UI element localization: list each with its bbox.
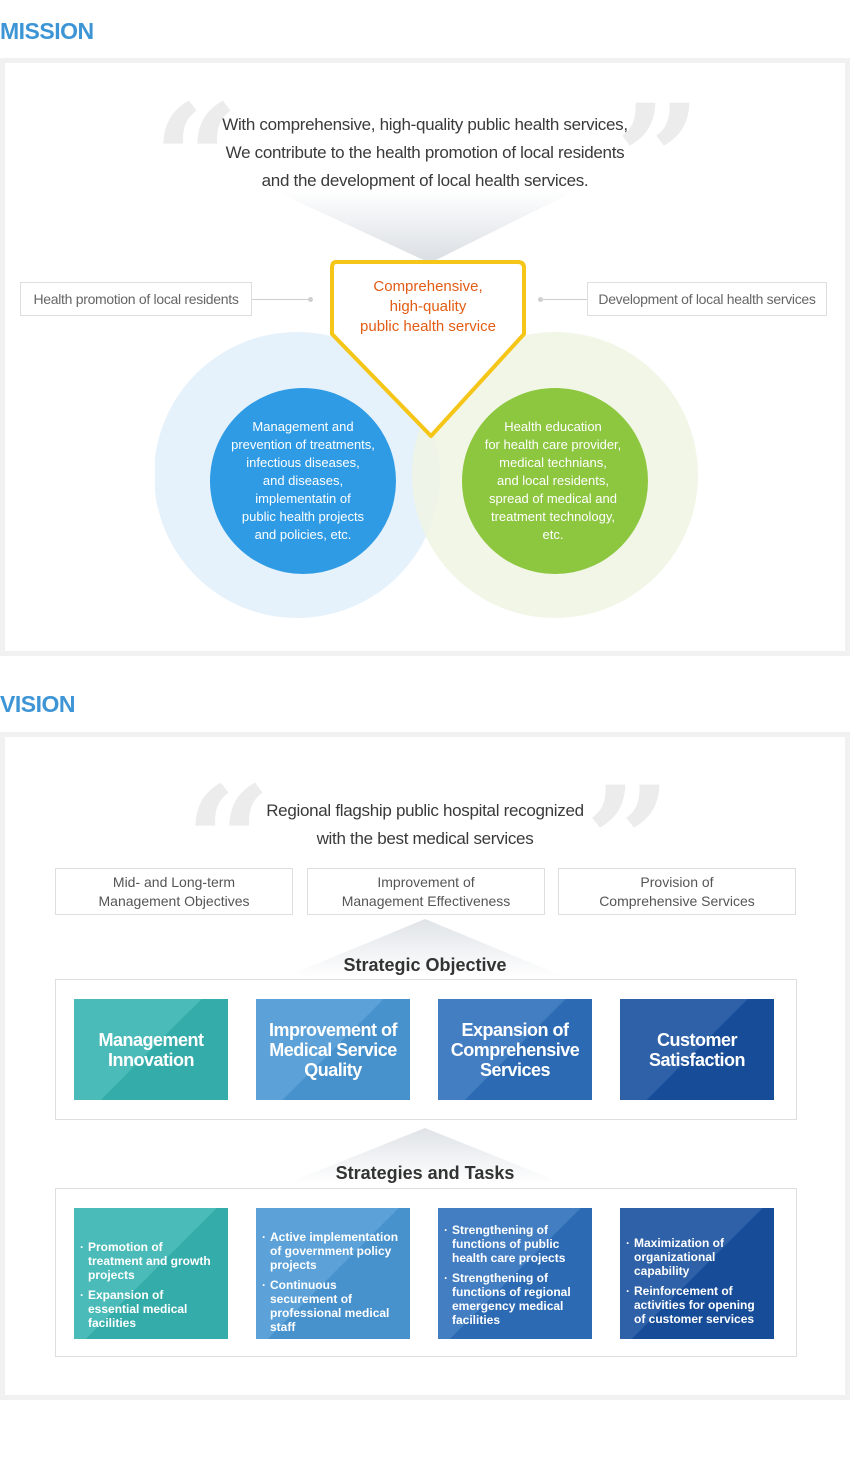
- tile-title-line: Improvement of: [268, 1019, 398, 1040]
- objective-box: Improvement of Management Effectiveness: [307, 868, 545, 915]
- left-connector: [252, 299, 310, 300]
- objective-box: Provision of Comprehensive Services: [558, 868, 796, 915]
- tile-title-line: Quality: [304, 1059, 362, 1080]
- highlight-label: Comprehensive, high-quality public healt…: [333, 277, 523, 337]
- highlight-shape: [330, 260, 526, 438]
- task-tile: Promotion of treatment and growth projec…: [74, 1208, 228, 1339]
- mission-statement-line: We contribute to the health promotion of…: [225, 143, 625, 162]
- left-circle-line: public health projects: [241, 509, 365, 524]
- tile-title-line: Management: [98, 1029, 204, 1050]
- task-item: Continuous securement of professional me…: [262, 1278, 400, 1334]
- objective-box: Mid- and Long-term Management Objectives: [55, 868, 293, 915]
- left-circle-line: and policies, etc.: [254, 527, 352, 542]
- left-inner-circle: [210, 388, 396, 574]
- right-circle-line: for health care provider,: [484, 437, 622, 452]
- task-tile: Active implementation of government poli…: [256, 1208, 410, 1339]
- highlight-line: high-quality: [389, 298, 467, 315]
- open-quote-icon: “: [153, 72, 240, 248]
- objective-line: Mid- and Long-term: [112, 874, 236, 890]
- task-tile: Strengthening of functions of public hea…: [438, 1208, 592, 1339]
- mission-statement: With comprehensive, high-quality public …: [185, 111, 665, 195]
- tile-title-line: Services: [479, 1059, 551, 1080]
- tasks-arrow-shape: [285, 1128, 565, 1184]
- vision-statement: Regional flagship public hospital recogn…: [205, 797, 645, 853]
- task-list: Maximization of organizational capabilit…: [620, 1236, 774, 1326]
- task-item: Active implementation of government poli…: [262, 1230, 400, 1272]
- tile-title-line: Comprehensive: [450, 1039, 580, 1060]
- highlight-line: public health service: [360, 318, 496, 335]
- close-quote-icon: ”: [615, 72, 702, 248]
- task-item: Strengthening of functions of regional e…: [444, 1271, 582, 1327]
- left-circle-text: Management and prevention of treatments,…: [213, 418, 393, 544]
- tile-title-line: Medical Service: [269, 1039, 397, 1060]
- task-item: Expansion of essential medical facilitie…: [80, 1288, 218, 1330]
- right-circle-line: and local residents,: [496, 473, 609, 488]
- left-circle-line: implementatin of: [255, 491, 351, 506]
- mission-panel: “ ” With comprehensive, high-quality pub…: [0, 58, 850, 656]
- mission-title: MISSION: [0, 18, 94, 44]
- strategic-objective-title: Strategic Objective: [343, 955, 507, 975]
- strategies-tasks-title: Strategies and Tasks: [335, 1163, 515, 1183]
- objective-line: Improvement of: [377, 874, 475, 890]
- objective-line: Comprehensive Services: [599, 893, 755, 909]
- task-item: Reinforcement of activities for opening …: [626, 1284, 764, 1326]
- left-label-box: Health promotion of local residents: [20, 282, 252, 316]
- mission-statement-line: and the development of local health serv…: [261, 171, 589, 190]
- venn-diagram: [155, 332, 698, 618]
- vision-statement-line: with the best medical services: [316, 829, 534, 848]
- right-circle-line: Health education: [504, 419, 602, 434]
- right-label-box: Development of local health services: [587, 282, 827, 316]
- tile-title-line: Customer: [656, 1029, 738, 1050]
- vision-statement-line: Regional flagship public hospital recogn…: [266, 801, 584, 820]
- mission-pointer-shape: [275, 191, 575, 263]
- right-connector-dot: [538, 297, 543, 302]
- vision-title: VISION: [0, 691, 75, 717]
- vision-panel: “ ” Regional flagship public hospital re…: [0, 732, 850, 1400]
- right-circle-text: Health education for health care provide…: [463, 418, 643, 544]
- highlight-line: Comprehensive,: [373, 278, 483, 295]
- objective-line: Management Objectives: [98, 893, 250, 909]
- right-circle-line: etc.: [542, 527, 564, 542]
- tile-title-line: Expansion of: [461, 1019, 569, 1040]
- task-item: Strengthening of functions of public hea…: [444, 1223, 582, 1265]
- strategic-arrow-shape: [285, 919, 565, 977]
- right-circle-line: spread of medical and: [489, 491, 617, 506]
- left-circle-line: and diseases,: [262, 473, 344, 488]
- objective-line: Management Effectiveness: [341, 893, 511, 909]
- right-circle-line: treatment technology,: [490, 509, 616, 524]
- task-item: Promotion of treatment and growth projec…: [80, 1240, 218, 1282]
- objective-line: Provision of: [640, 874, 714, 890]
- tile-title-line: Satisfaction: [648, 1049, 746, 1070]
- left-connector-dot: [308, 297, 313, 302]
- task-list: Strengthening of functions of public hea…: [438, 1223, 592, 1327]
- right-circle-line: medical technians,: [499, 455, 607, 470]
- task-list: Promotion of treatment and growth projec…: [74, 1240, 228, 1330]
- left-circle-line: infectious diseases,: [246, 455, 360, 470]
- left-circle-line: Management and: [252, 419, 354, 434]
- right-inner-circle: [462, 388, 648, 574]
- right-connector: [542, 299, 587, 300]
- mission-statement-line: With comprehensive, high-quality public …: [222, 115, 628, 134]
- tile-title-line: Innovation: [108, 1049, 195, 1070]
- left-circle-line: prevention of treatments,: [231, 437, 375, 452]
- task-item: Maximization of organizational capabilit…: [626, 1236, 764, 1278]
- task-list: Active implementation of government poli…: [256, 1230, 410, 1334]
- task-tile: Maximization of organizational capabilit…: [620, 1208, 774, 1339]
